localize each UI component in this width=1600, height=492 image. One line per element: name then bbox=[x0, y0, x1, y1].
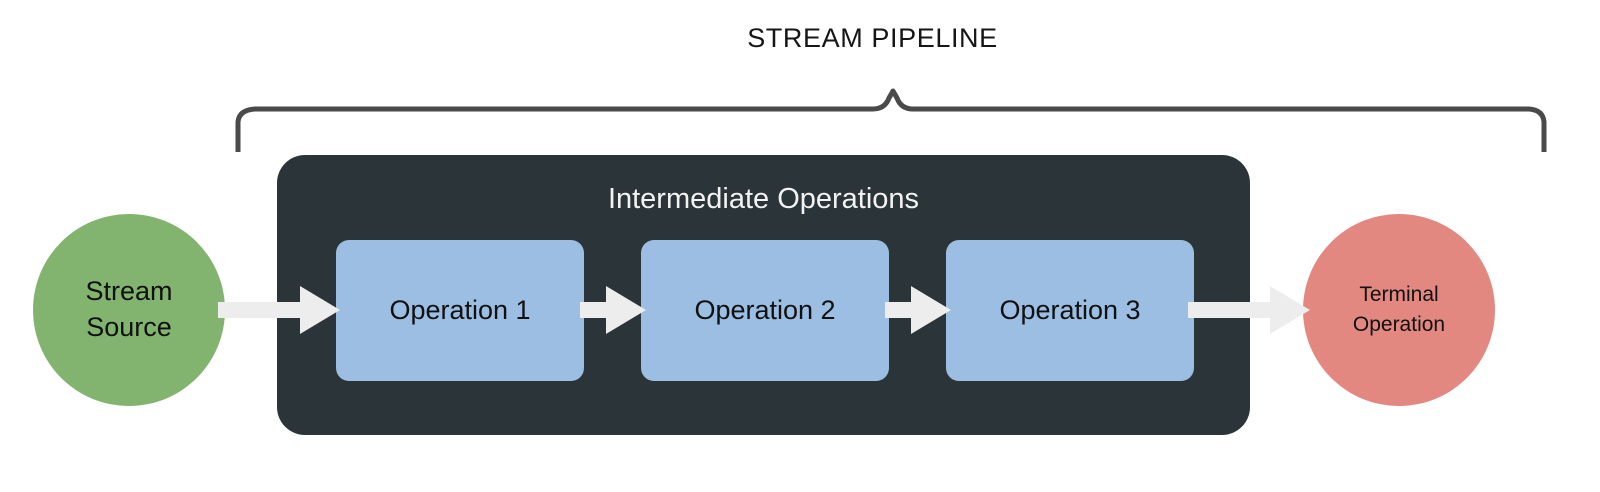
pipeline-brace-icon bbox=[235, 88, 1547, 152]
terminal-operation-label-line-1: Terminal bbox=[1359, 283, 1439, 307]
stream-source-node[interactable]: Stream Source bbox=[33, 214, 225, 406]
stream-source-label-line-1: Stream bbox=[85, 276, 173, 307]
flow-arrow-operation-2-to-operation-3 bbox=[885, 286, 951, 334]
operation-box-2[interactable]: Operation 2 bbox=[641, 240, 889, 381]
page-title: STREAM PIPELINE bbox=[747, 23, 998, 53]
terminal-operation-label-line-2: Operation bbox=[1352, 313, 1446, 336]
flow-arrow-operation-1-to-operation-2 bbox=[580, 286, 646, 334]
operation-box-label: Operation 3 bbox=[999, 295, 1141, 325]
operation-box-label: Operation 2 bbox=[694, 295, 836, 325]
stream-source-label-line-2: Source bbox=[86, 312, 172, 342]
flow-arrow-operation-3-to-terminal bbox=[1188, 286, 1310, 334]
intermediate-operations-label: Intermediate Operations bbox=[607, 183, 920, 215]
operation-box-1[interactable]: Operation 1 bbox=[336, 240, 584, 381]
terminal-operation-node[interactable]: Terminal Operation bbox=[1303, 214, 1495, 406]
operation-box-3[interactable]: Operation 3 bbox=[946, 240, 1194, 381]
operation-box-label: Operation 1 bbox=[389, 295, 531, 325]
flow-arrow-source-to-operation-1 bbox=[218, 286, 340, 334]
